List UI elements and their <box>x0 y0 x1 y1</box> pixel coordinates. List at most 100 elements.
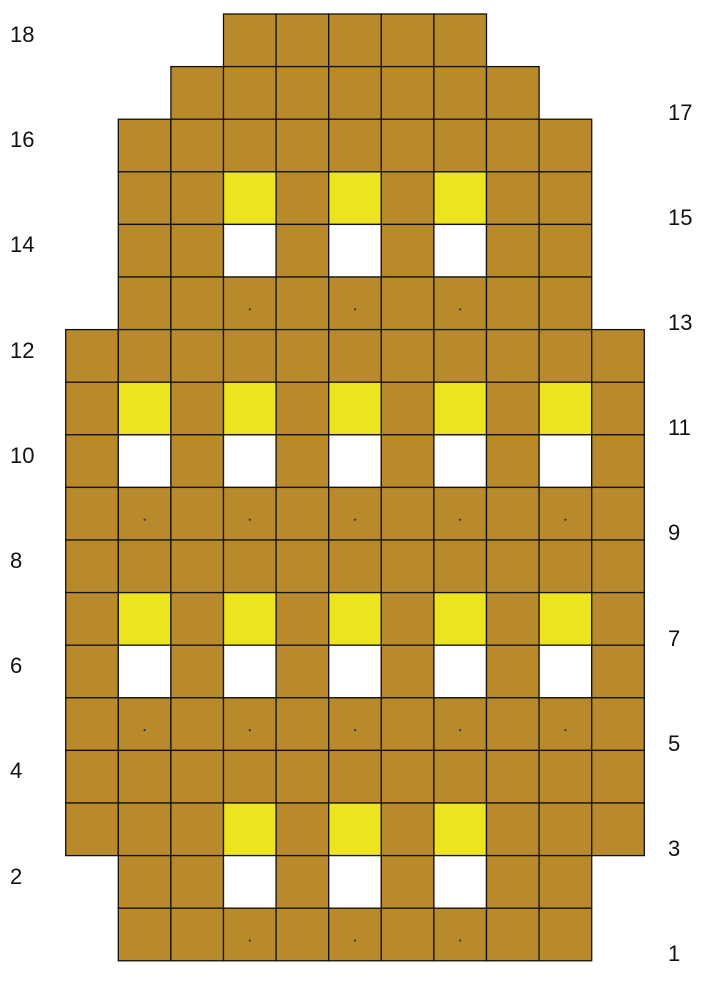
bead-cell-dotted <box>224 698 277 751</box>
bead-cell-brown <box>381 67 434 120</box>
bead-cell-brown <box>66 645 119 698</box>
bead-cell-yellow <box>224 382 277 435</box>
bead-cell-brown <box>487 224 540 277</box>
bead-cell-white <box>434 645 487 698</box>
bead-cell-brown <box>487 645 540 698</box>
bead-cell-brown <box>487 382 540 435</box>
bead-cell-brown <box>118 750 171 803</box>
bead-cell-brown <box>329 67 382 120</box>
bead-cell-brown <box>539 224 592 277</box>
bead-cell-brown <box>487 330 540 383</box>
bead-cell-brown <box>224 330 277 383</box>
bead-cell-yellow <box>539 593 592 646</box>
bead-cell-brown <box>276 172 329 225</box>
bead-cell-dotted <box>224 277 277 330</box>
bead-cell-brown <box>329 330 382 383</box>
bead-cell-brown <box>487 67 540 120</box>
bead-cell-brown <box>487 856 540 909</box>
bead-cell-yellow <box>329 593 382 646</box>
bead-cell-brown <box>381 803 434 856</box>
bead-cell-brown <box>276 750 329 803</box>
bead-cell-white <box>224 645 277 698</box>
center-dot-mark <box>564 519 566 521</box>
bead-cell-brown <box>381 119 434 172</box>
bead-cell-brown <box>276 277 329 330</box>
bead-cell-brown <box>171 645 224 698</box>
bead-cell-yellow <box>118 382 171 435</box>
bead-cell-brown <box>381 14 434 67</box>
bead-cell-brown <box>329 14 382 67</box>
bead-cell-white <box>329 435 382 488</box>
bead-cell-brown <box>434 750 487 803</box>
bead-cell-brown <box>171 224 224 277</box>
bead-cell-brown <box>539 172 592 225</box>
bead-cell-brown <box>381 593 434 646</box>
bead-cell-brown <box>224 119 277 172</box>
bead-cell-yellow <box>434 803 487 856</box>
bead-cell-brown <box>592 803 645 856</box>
bead-cell-brown <box>381 540 434 593</box>
bead-cell-dotted <box>434 277 487 330</box>
row-number-label: 12 <box>10 340 34 362</box>
center-dot-mark <box>144 519 146 521</box>
bead-cell-brown <box>276 593 329 646</box>
bead-cell-brown <box>118 803 171 856</box>
bead-cell-brown <box>539 277 592 330</box>
bead-cell-yellow <box>434 382 487 435</box>
bead-cell-brown <box>118 330 171 383</box>
bead-cell-brown <box>171 67 224 120</box>
bead-cell-brown <box>276 856 329 909</box>
bead-cell-brown <box>487 593 540 646</box>
bead-cell-brown <box>276 487 329 540</box>
bead-cell-brown <box>118 172 171 225</box>
bead-cell-brown <box>118 119 171 172</box>
bead-cell-brown <box>539 803 592 856</box>
bead-cell-brown <box>171 119 224 172</box>
row-number-label: 1 <box>668 943 680 965</box>
bead-cell-brown <box>487 119 540 172</box>
bead-cell-brown <box>171 750 224 803</box>
bead-cell-white <box>224 856 277 909</box>
row-number-label: 8 <box>10 550 22 572</box>
row-number-label: 11 <box>668 417 691 439</box>
bead-cell-brown <box>224 750 277 803</box>
row-number-label: 3 <box>668 838 680 860</box>
row-number-label: 15 <box>668 207 692 229</box>
bead-cell-yellow <box>224 172 277 225</box>
bead-cell-brown <box>381 487 434 540</box>
bead-cell-brown <box>171 172 224 225</box>
bead-cell-brown <box>276 803 329 856</box>
bead-cell-brown <box>171 540 224 593</box>
bead-cell-brown <box>66 330 119 383</box>
bead-cell-brown <box>171 330 224 383</box>
bead-cell-brown <box>118 224 171 277</box>
bead-cell-yellow <box>329 803 382 856</box>
bead-cell-brown <box>592 540 645 593</box>
bead-cell-white <box>434 224 487 277</box>
bead-cell-yellow <box>539 382 592 435</box>
bead-cell-dotted <box>539 698 592 751</box>
bead-cell-brown <box>381 645 434 698</box>
bead-cell-brown <box>66 803 119 856</box>
bead-cell-brown <box>592 487 645 540</box>
bead-cell-brown <box>171 803 224 856</box>
bead-cell-brown <box>276 435 329 488</box>
row-number-label: 5 <box>668 733 680 755</box>
bead-cell-brown <box>276 645 329 698</box>
bead-cell-yellow <box>224 593 277 646</box>
bead-cell-brown <box>171 908 224 961</box>
bead-cell-brown <box>171 593 224 646</box>
bead-cell-brown <box>592 645 645 698</box>
bead-cell-yellow <box>118 593 171 646</box>
bead-cell-brown <box>434 540 487 593</box>
center-dot-mark <box>249 519 251 521</box>
bead-cell-brown <box>381 382 434 435</box>
bead-cell-brown <box>171 435 224 488</box>
bead-cell-brown <box>434 330 487 383</box>
bead-cell-brown <box>118 540 171 593</box>
bead-cell-brown <box>381 330 434 383</box>
bead-cell-dotted <box>434 487 487 540</box>
bead-cell-brown <box>381 908 434 961</box>
bead-cell-brown <box>487 908 540 961</box>
